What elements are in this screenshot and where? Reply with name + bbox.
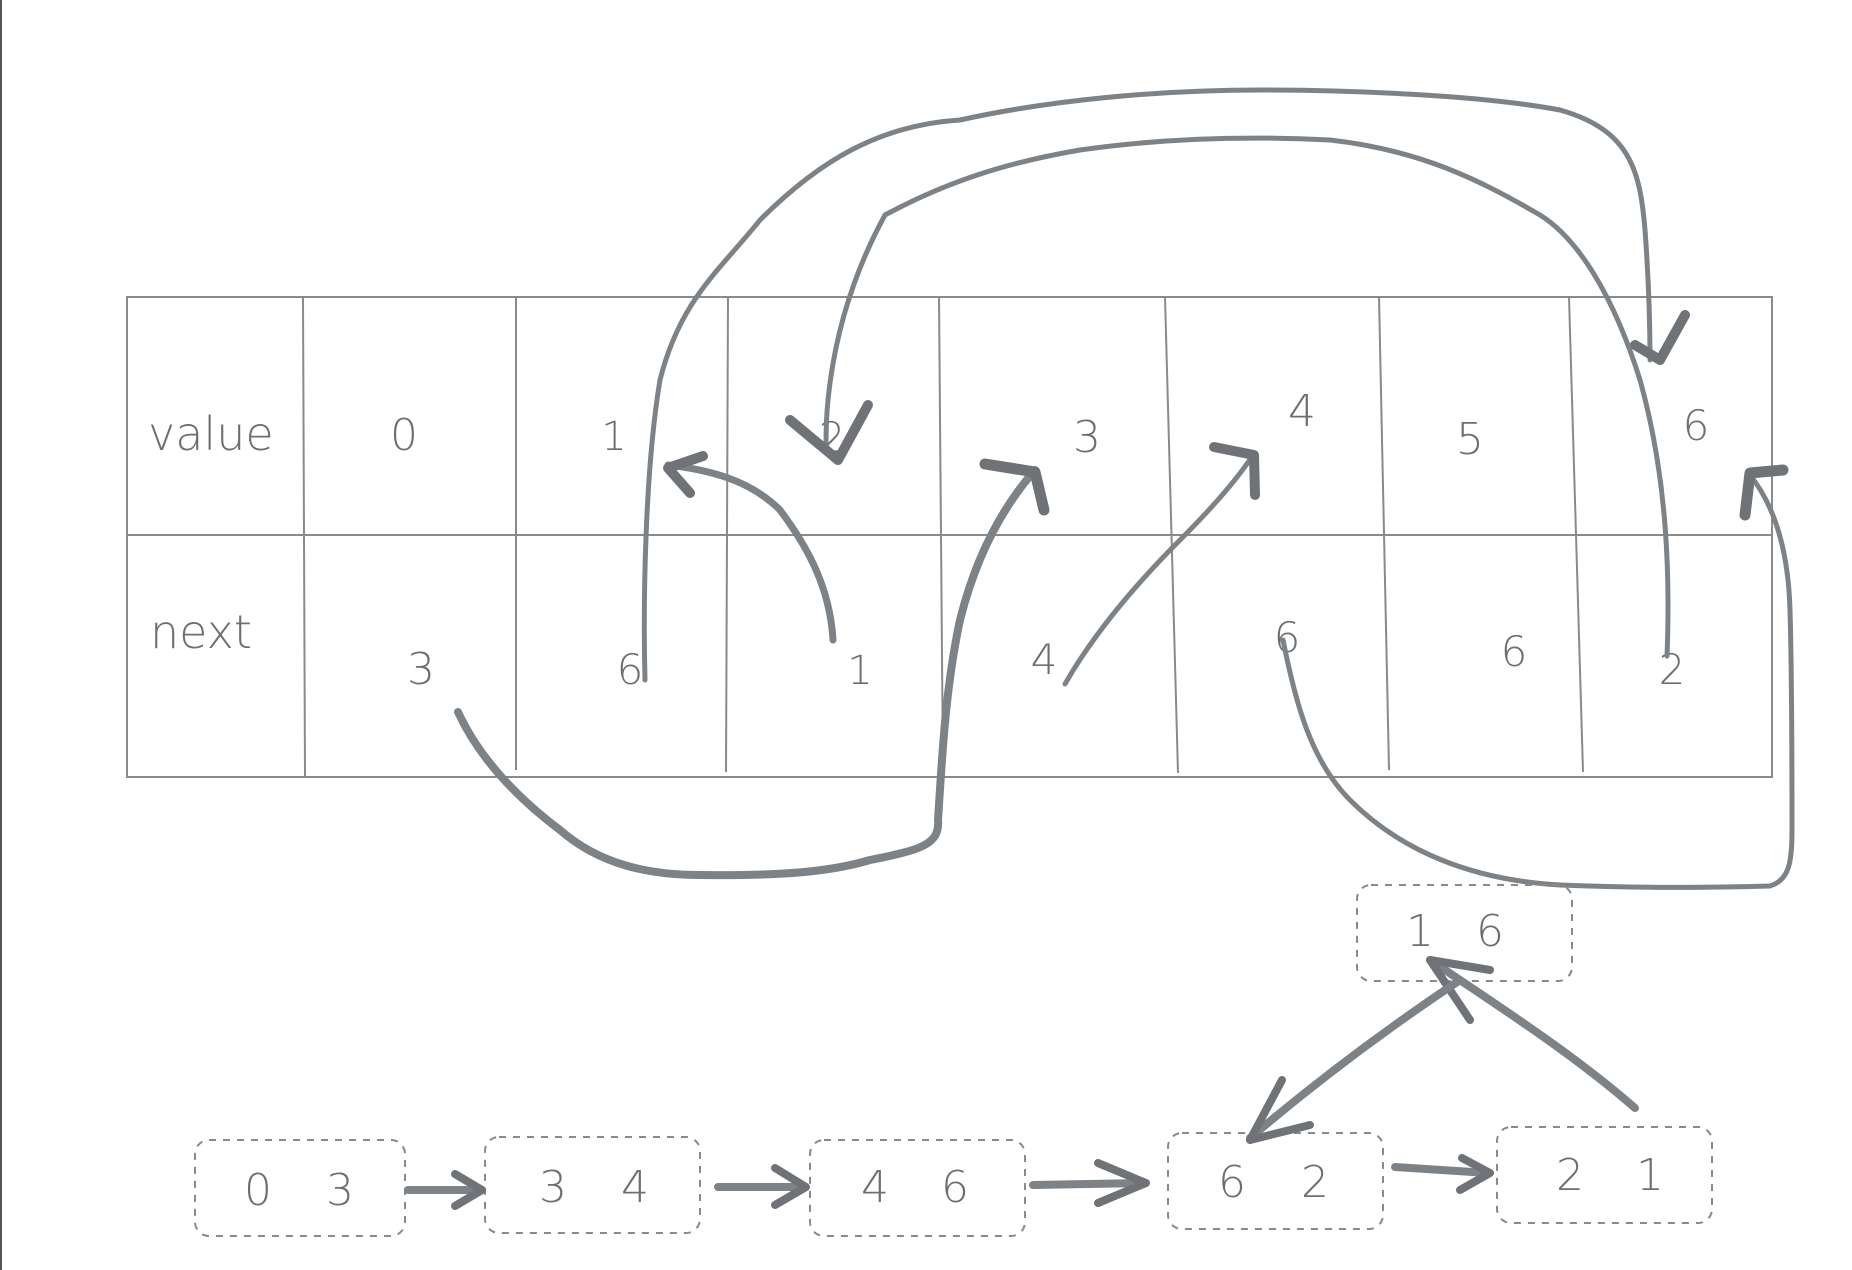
value-cell: 4 xyxy=(1288,386,1316,437)
value-cell: 6 xyxy=(1683,401,1710,450)
node-next: 4 xyxy=(621,1162,649,1213)
node-value: 3 xyxy=(539,1162,567,1213)
value-cell: 0 xyxy=(390,410,418,461)
node-value: 0 xyxy=(244,1165,272,1216)
window-left-border xyxy=(0,0,2,1270)
node-next: 6 xyxy=(1476,906,1504,957)
pointer-arrows xyxy=(454,87,1795,890)
node-value: 1 xyxy=(1406,906,1434,957)
table-border xyxy=(126,296,1773,778)
arrowhead xyxy=(1426,956,1494,1024)
node-next: 1 xyxy=(1636,1150,1664,1201)
node-next: 6 xyxy=(941,1162,969,1213)
arrow-next2-to-value1 xyxy=(664,461,837,644)
arrowhead xyxy=(771,1164,810,1209)
node-value: 4 xyxy=(861,1162,889,1213)
arrow-next6-to-value2 xyxy=(823,135,1671,659)
arrow-next0-to-value3 xyxy=(454,466,1039,880)
arrowhead xyxy=(451,1170,486,1210)
chain-node: 0 3 xyxy=(194,1139,406,1237)
arrowhead xyxy=(663,451,708,498)
row-label-value: value xyxy=(148,407,274,461)
arrowhead xyxy=(1246,1076,1314,1144)
next-cell: 1 xyxy=(847,648,872,694)
next-cell: 2 xyxy=(1659,645,1686,694)
chain-arrows xyxy=(404,956,1639,1210)
node-next: 3 xyxy=(326,1165,354,1216)
arrowhead xyxy=(1094,1159,1150,1207)
column-divider xyxy=(1378,296,1390,771)
arrow-next3-to-value4 xyxy=(1062,452,1256,687)
arrowhead xyxy=(785,400,873,465)
arrow-next4-to-value6 xyxy=(1280,472,1795,890)
arrowhead xyxy=(1630,310,1690,365)
chain-arrow xyxy=(1246,976,1464,1142)
next-cell: 6 xyxy=(617,645,644,694)
chain-node: 4 6 xyxy=(809,1139,1026,1237)
array-table xyxy=(126,296,1773,778)
chain-node: 6 2 xyxy=(1167,1132,1384,1230)
node-next: 2 xyxy=(1301,1157,1329,1208)
chain-node: 2 1 xyxy=(1496,1126,1713,1224)
node-value: 2 xyxy=(1556,1150,1584,1201)
value-cell: 5 xyxy=(1456,414,1484,465)
next-cell: 3 xyxy=(407,644,435,695)
arrowhead xyxy=(1209,442,1260,500)
column-divider xyxy=(1568,296,1584,773)
chain-arrow xyxy=(1029,1179,1149,1189)
chain-node: 3 4 xyxy=(484,1136,701,1234)
value-cell: 1 xyxy=(601,414,626,460)
arrow-next1-to-value6 xyxy=(641,87,1653,683)
column-divider xyxy=(938,296,944,776)
arrowhead xyxy=(979,458,1050,516)
next-cell: 4 xyxy=(1031,635,1058,684)
arrowhead xyxy=(1739,464,1789,521)
arrowhead xyxy=(1456,1154,1494,1194)
chain-arrow xyxy=(1391,1163,1492,1177)
next-cell: 6 xyxy=(1501,627,1528,676)
column-divider xyxy=(725,296,729,773)
node-value: 6 xyxy=(1218,1157,1246,1208)
column-divider xyxy=(302,296,306,778)
value-cell: 3 xyxy=(1073,412,1101,463)
row-label-next: next xyxy=(150,605,252,659)
column-divider xyxy=(1164,296,1179,774)
